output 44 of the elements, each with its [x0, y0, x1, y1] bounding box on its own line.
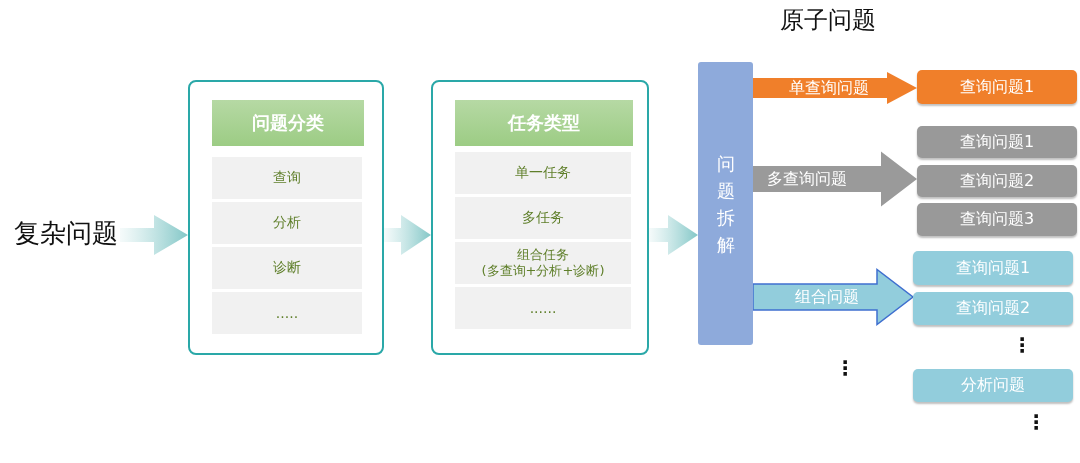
block-arrow: [752, 268, 915, 326]
result-box: [913, 292, 1073, 325]
diagram-title: 原子问题: [780, 5, 876, 36]
process-bar: [698, 62, 753, 345]
node-text: 问题分类: [252, 111, 324, 135]
node-text: 查询问题1: [959, 76, 1035, 98]
result-box: [917, 165, 1077, 197]
panel-card: [188, 80, 384, 355]
block-arrow: [753, 151, 917, 207]
result-box: [917, 70, 1077, 104]
block-arrow: [753, 72, 917, 104]
node-text: 查询问题3: [959, 209, 1035, 230]
block-arrow: [120, 215, 188, 255]
node-text: 查询: [273, 169, 301, 187]
node-text: 查询问题2: [955, 298, 1031, 319]
ellipsis-mark: ⋮: [1012, 335, 1032, 355]
result-box: [913, 251, 1073, 285]
block-arrow: [649, 215, 698, 255]
node-text: .....: [275, 305, 299, 321]
header-bar: [455, 100, 633, 146]
ellipsis-mark: ⋮: [835, 358, 855, 378]
edge-label: 多查询问题: [767, 171, 847, 187]
panel-card: [431, 80, 649, 355]
node-text: 单一任务: [515, 164, 571, 182]
edge-label: 单查询问题: [789, 80, 869, 96]
header-bar: [212, 100, 364, 146]
result-box: [917, 203, 1077, 236]
node-text: 多任务: [522, 209, 564, 227]
node-text: 分析问题: [961, 375, 1025, 396]
result-box: [917, 126, 1077, 158]
node-text: 查询问题1: [955, 257, 1031, 279]
node-text: 组合任务 (多查询+分析+诊断): [480, 247, 606, 279]
node-label: 复杂问题: [14, 216, 118, 250]
block-arrow: [384, 215, 431, 255]
node-text: 诊断: [273, 259, 301, 277]
ellipsis-mark: ⋮: [1026, 412, 1046, 432]
result-box: [913, 369, 1073, 402]
vertical-label: 问题拆解: [716, 151, 735, 257]
node-text: 查询问题1: [959, 131, 1035, 153]
node-text: 任务类型: [508, 111, 580, 135]
node-text: ......: [529, 300, 557, 316]
node-text: 查询问题2: [959, 170, 1035, 192]
edge-label: 组合问题: [795, 289, 859, 305]
node-text: 分析: [273, 214, 301, 232]
